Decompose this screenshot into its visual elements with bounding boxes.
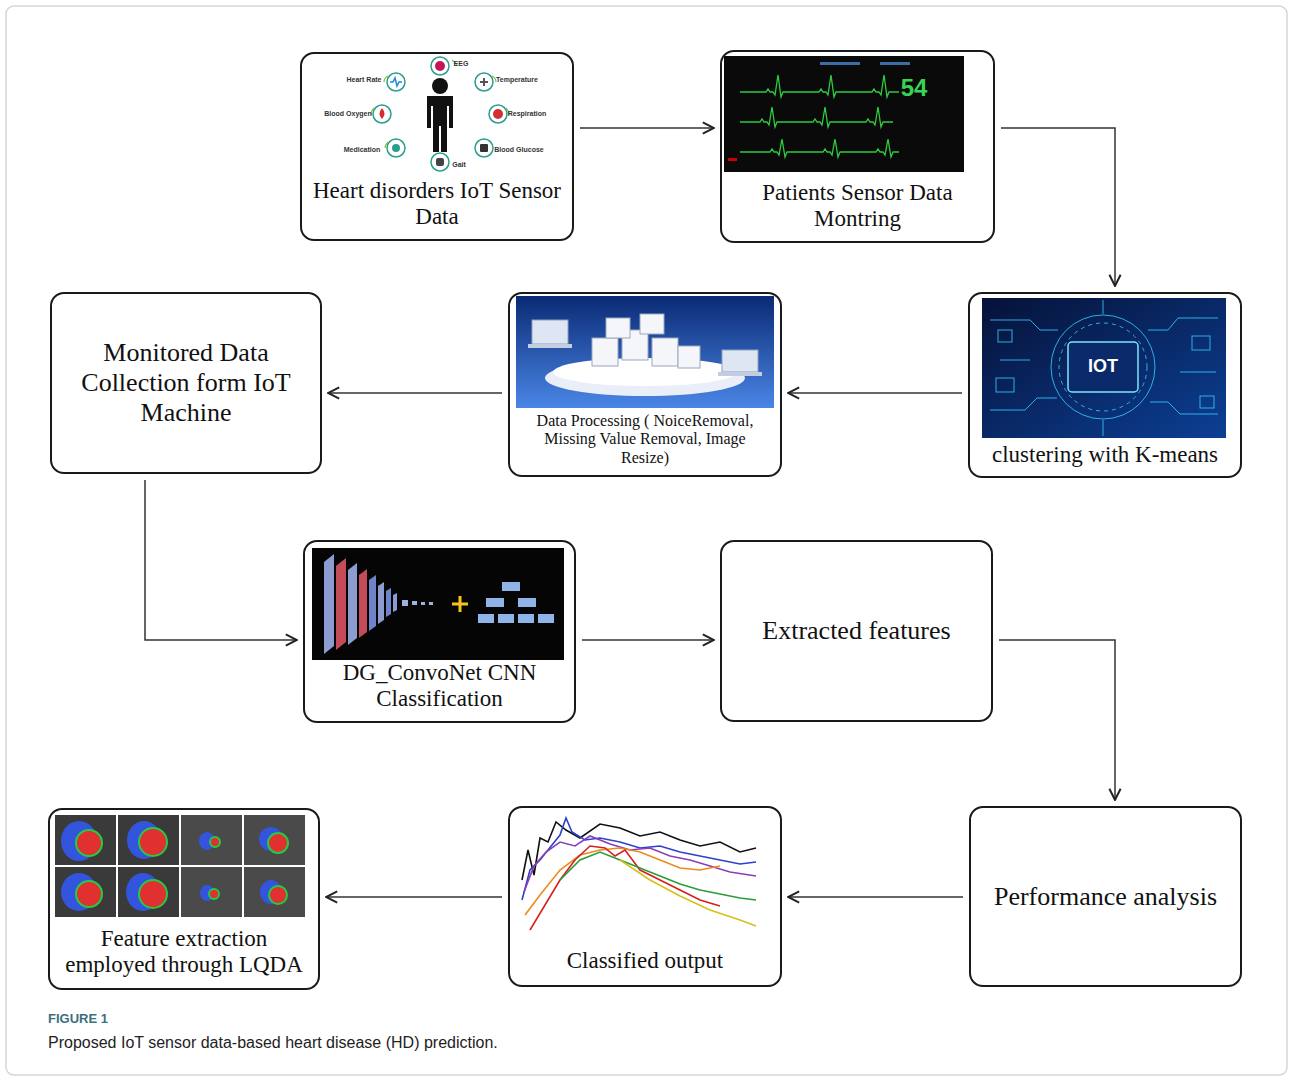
flow-arrow bbox=[788, 896, 963, 898]
box-label: Heart disorders IoT Sensor Data bbox=[312, 178, 562, 231]
illustration-label: Heart Rate bbox=[346, 76, 381, 84]
illustration-label: EEG bbox=[454, 60, 469, 68]
sensor-person-illustration bbox=[371, 57, 509, 171]
flow-arrow bbox=[582, 639, 714, 641]
process-box: DG_ConvoNet CNN Classification bbox=[303, 540, 576, 723]
flow-arrow bbox=[999, 640, 1115, 800]
figure-caption: Proposed IoT sensor data-based heart dis… bbox=[48, 1034, 498, 1052]
box-label: Patients Sensor Data Montring bbox=[732, 180, 983, 233]
process-box: Performance analysis bbox=[969, 806, 1242, 987]
illustration-label: IOT bbox=[1088, 357, 1118, 377]
flow-arrow bbox=[1001, 128, 1115, 286]
box-text-block: Classified output bbox=[510, 948, 780, 974]
process-box: Extracted features bbox=[720, 540, 993, 722]
box-text-block: Extracted features bbox=[722, 616, 991, 646]
illustration-label: Temperature bbox=[496, 76, 538, 84]
box-text-block: Monitored Data Collection form IoT Machi… bbox=[52, 338, 320, 428]
cnn-illustration bbox=[312, 548, 564, 660]
flow-arrow bbox=[145, 480, 297, 640]
output-chart-illustration bbox=[522, 818, 756, 930]
illustration-label: Blood Glucose bbox=[494, 146, 543, 154]
box-label: DG_ConvoNet CNN Classification bbox=[315, 660, 564, 713]
box-label: clustering with K-means bbox=[980, 442, 1230, 468]
illustration-label: Medication bbox=[344, 146, 381, 154]
process-box: Patients Sensor Data Montring bbox=[720, 50, 995, 243]
illustration-label: Gait bbox=[452, 161, 466, 169]
illustration-label: Blood Oxygen bbox=[324, 110, 371, 118]
process-box: clustering with K-means bbox=[968, 292, 1242, 478]
box-text-block: Feature extraction employed through LQDA bbox=[50, 926, 318, 979]
process-box: Data Processing ( NoiceRemoval, Missing … bbox=[508, 292, 782, 477]
flow-arrow bbox=[326, 896, 502, 898]
illustration-label: 54 bbox=[901, 75, 928, 101]
ecg-monitor-illustration bbox=[724, 56, 964, 172]
figure-frame bbox=[6, 6, 1287, 1075]
iot-circuit-illustration bbox=[982, 298, 1226, 438]
cloud-server-illustration bbox=[516, 296, 774, 408]
box-label: Monitored Data Collection form IoT Machi… bbox=[62, 338, 310, 428]
box-label: Classified output bbox=[520, 948, 770, 974]
box-label: Feature extraction employed through LQDA bbox=[60, 926, 308, 979]
box-label: Data Processing ( NoiceRemoval, Missing … bbox=[520, 412, 770, 467]
box-text-block: Performance analysis bbox=[971, 882, 1240, 912]
illustration-label: Respiration bbox=[508, 110, 547, 118]
box-text-block: DG_ConvoNet CNN Classification bbox=[305, 660, 574, 713]
box-label: Extracted features bbox=[732, 616, 981, 646]
process-box: Feature extraction employed through LQDA bbox=[48, 808, 320, 990]
flow-arrow bbox=[328, 392, 502, 394]
process-box: Classified output bbox=[508, 806, 782, 987]
box-text-block: Data Processing ( NoiceRemoval, Missing … bbox=[510, 412, 780, 467]
box-text-block: clustering with K-means bbox=[970, 442, 1240, 468]
box-text-block: Patients Sensor Data Montring bbox=[722, 180, 993, 233]
figure-number: FIGURE 1 bbox=[48, 1012, 108, 1026]
process-box: Monitored Data Collection form IoT Machi… bbox=[50, 292, 322, 474]
box-label: Performance analysis bbox=[981, 882, 1230, 912]
flow-arrow bbox=[788, 392, 962, 394]
segmentation-thumbnails bbox=[55, 815, 305, 917]
box-text-block: Heart disorders IoT Sensor Data bbox=[302, 178, 572, 231]
flow-arrow bbox=[580, 127, 714, 129]
